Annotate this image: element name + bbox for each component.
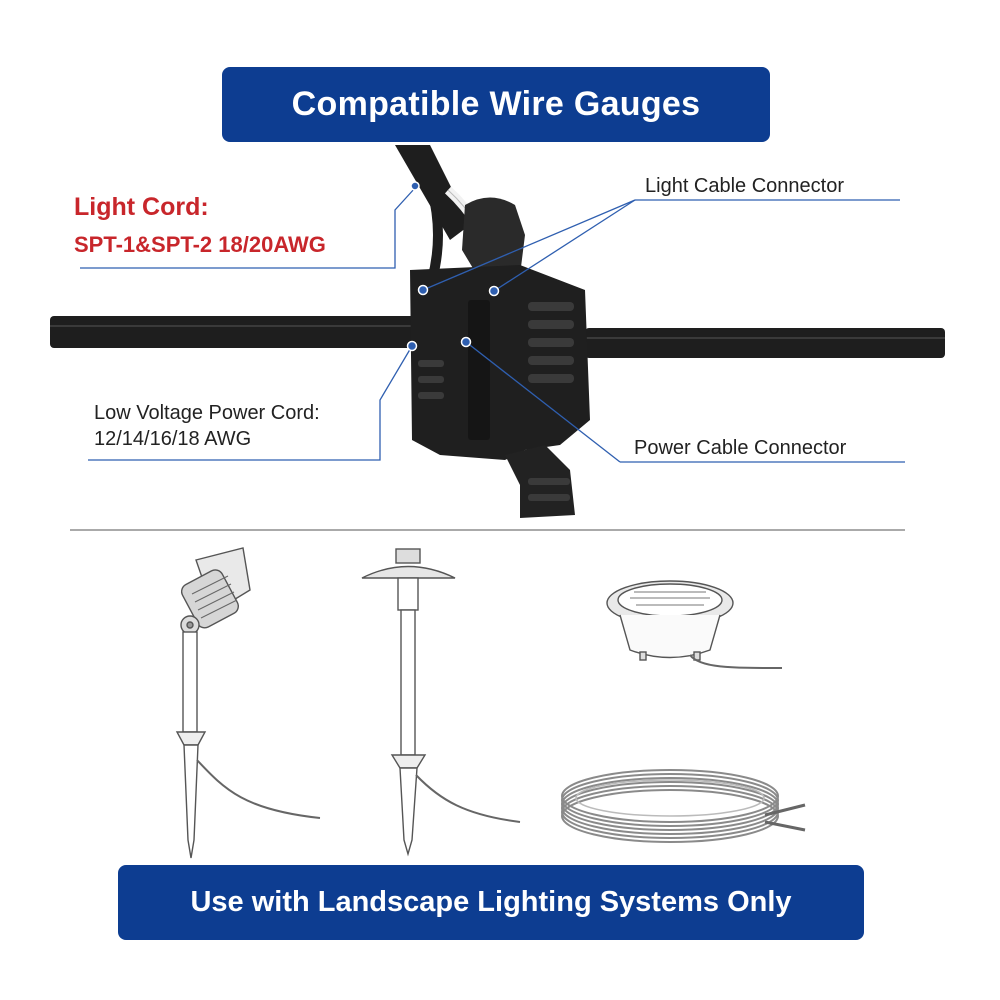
- pointer-dot: [460, 336, 472, 348]
- title-banner: Compatible Wire Gauges: [222, 67, 770, 142]
- pointer-dot: [417, 284, 429, 296]
- page-title: Compatible Wire Gauges: [291, 85, 701, 123]
- power-cord-left: [50, 316, 430, 348]
- path-light-illustration: [361, 548, 521, 857]
- power-cord-right: [585, 328, 945, 358]
- usage-notice-banner: Use with Landscape Lighting Systems Only: [118, 865, 864, 940]
- light-cord-black-wire: [427, 188, 443, 282]
- callout-pointers: [80, 187, 905, 463]
- well-light-illustration: [606, 580, 783, 669]
- light-cord-label: Light Cord:: [74, 193, 209, 221]
- power-cable-connector-label: Power Cable Connector: [634, 437, 847, 459]
- light-cord-spec: SPT-1&SPT-2 18/20AWG: [74, 232, 326, 257]
- connector-body: [410, 197, 590, 518]
- pointer-dot: [488, 285, 500, 297]
- cable-coil-illustration: [561, 769, 806, 843]
- light-cable-connector-label: Light Cable Connector: [645, 175, 845, 197]
- low-voltage-cord-label: Low Voltage Power Cord:: [94, 402, 320, 424]
- low-voltage-cord-spec: 12/14/16/18 AWG: [94, 428, 252, 450]
- pointer-dot: [406, 340, 418, 352]
- usage-notice: Use with Landscape Lighting Systems Only: [190, 886, 792, 918]
- spotlight-illustration: [175, 547, 321, 859]
- pointer-dot: [410, 181, 420, 191]
